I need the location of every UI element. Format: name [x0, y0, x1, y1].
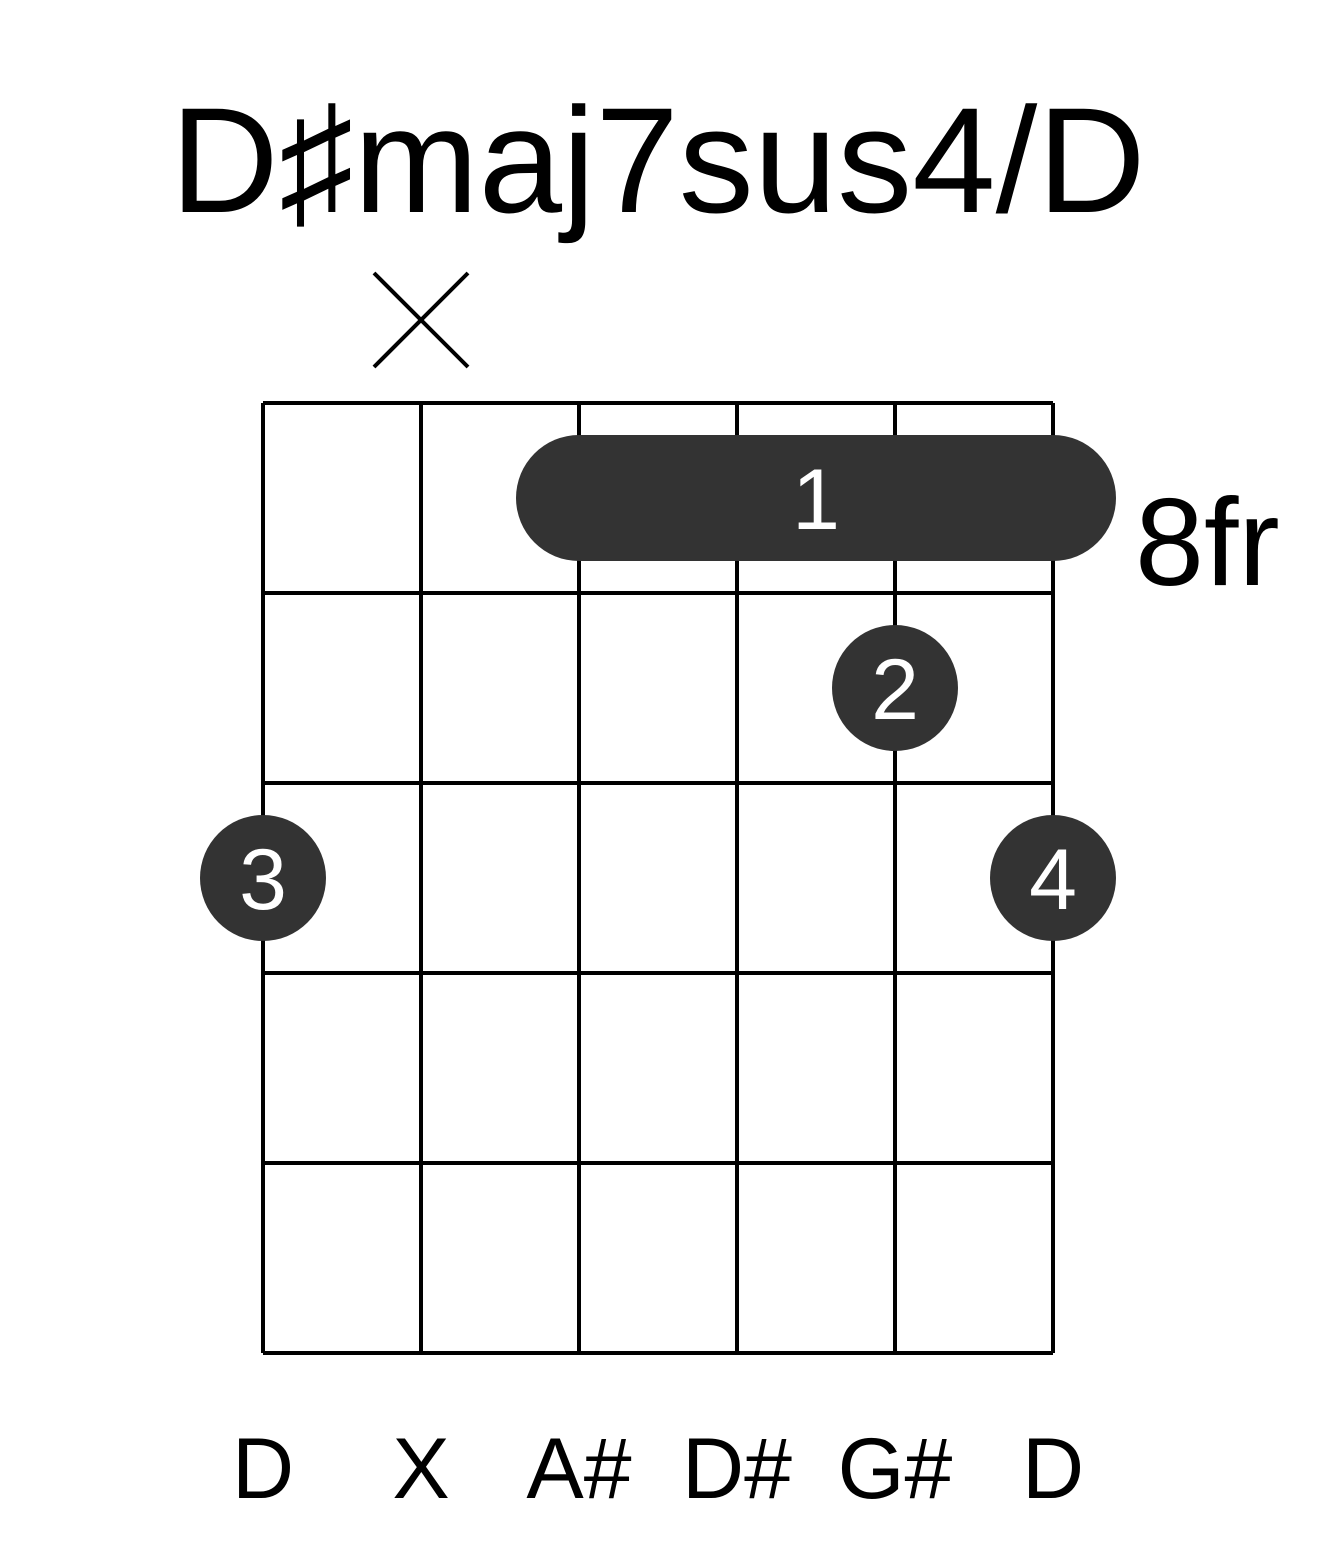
finger-dot: [832, 625, 958, 751]
finger-number: 2: [871, 642, 919, 738]
string-note-label: X: [392, 1421, 449, 1517]
string-note-labels: D X A# D# G# D: [232, 1421, 1084, 1517]
chord-title: D♯maj7sus4/D: [170, 76, 1145, 244]
finger-dot: [200, 815, 326, 941]
string-note-label: D: [232, 1421, 294, 1517]
fretboard-grid: [261, 401, 1055, 1355]
finger-dot: [990, 815, 1116, 941]
string-note-label: G#: [838, 1421, 953, 1517]
barre: [516, 435, 1116, 561]
muted-markers: [372, 271, 470, 369]
string-note-label: D: [1022, 1421, 1084, 1517]
finger-dots: 2 3 4: [200, 625, 1116, 941]
finger-number: 4: [1029, 832, 1077, 928]
finger-number: 3: [239, 832, 287, 928]
string-note-label: D#: [682, 1421, 792, 1517]
barre-finger-number: 1: [792, 452, 840, 548]
fret-position-label: 8fr: [1135, 474, 1280, 612]
string-note-label: A#: [526, 1421, 631, 1517]
barres: 1: [516, 435, 1116, 561]
muted-string-marker: [372, 271, 470, 369]
